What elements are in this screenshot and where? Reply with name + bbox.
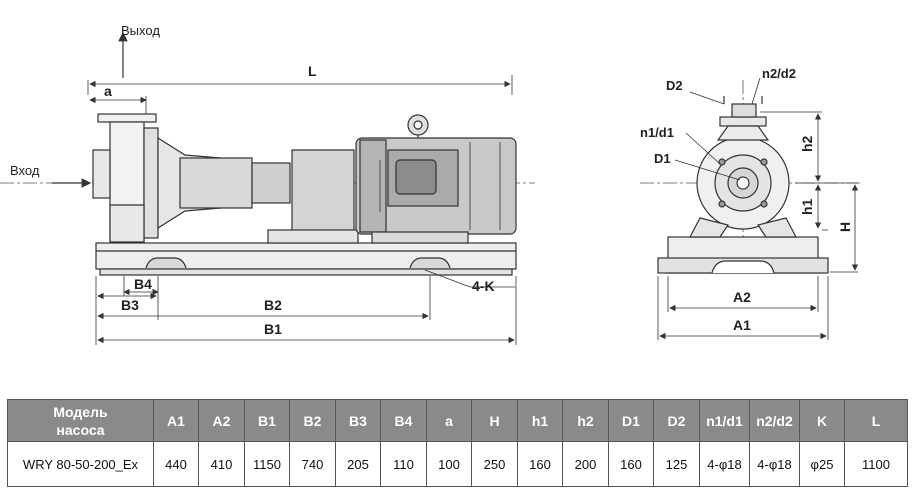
dim-B4-label: B4 [134, 276, 152, 292]
table-header-cell: B4 [380, 399, 427, 442]
dim-K-label: 4-K [472, 278, 495, 294]
table-header-cell: H [471, 399, 518, 442]
table-cell: 205 [335, 441, 381, 487]
table-header-cell: h1 [517, 399, 563, 442]
table-cell: 740 [289, 441, 336, 487]
dim-n1d1-label: n1/d1 [640, 125, 674, 140]
table-header-cell: A1 [153, 399, 199, 442]
table-cell: 4-φ18 [749, 441, 800, 487]
table-header-cell: B2 [289, 399, 336, 442]
table-header-cell: A2 [198, 399, 245, 442]
dim-A2-label: A2 [733, 289, 751, 305]
dim-H-label: H [837, 222, 853, 232]
table-cell: 4-φ18 [699, 441, 750, 487]
table-cell: 410 [198, 441, 245, 487]
table-header-cell: n1/d1 [699, 399, 750, 442]
table-header-cell: B1 [244, 399, 290, 442]
dim-D1-label: D1 [654, 151, 671, 166]
table-cell: 440 [153, 441, 199, 487]
table-cell-model: WRY 80-50-200_Ex [7, 441, 154, 487]
dim-B2-label: B2 [264, 297, 282, 313]
dim-D2-label: D2 [666, 78, 683, 93]
dim-L-label: L [308, 63, 317, 79]
table-cell: 200 [562, 441, 609, 487]
table-cell: φ25 [799, 441, 845, 487]
table-header-cell: B3 [335, 399, 381, 442]
side-view [0, 31, 535, 345]
table-cell: 250 [471, 441, 518, 487]
pump-dimension-drawing: Выход Вход L a B4 B3 B2 B1 4-K A2 A1 D2 … [0, 23, 860, 345]
dim-h2-label: h2 [799, 135, 815, 152]
table-cell: 125 [653, 441, 700, 487]
table-cell: 110 [380, 441, 427, 487]
table-cell: 160 [517, 441, 563, 487]
table-cell: 160 [608, 441, 654, 487]
end-view [640, 77, 860, 340]
dim-h1-label: h1 [799, 198, 815, 215]
dim-B1-label: B1 [264, 321, 282, 337]
inlet-label: Вход [10, 163, 40, 178]
table-cell: 1150 [244, 441, 290, 487]
table-header-cell: K [799, 399, 845, 442]
table-header-cell: a [426, 399, 472, 442]
dim-n2d2-label: n2/d2 [762, 66, 796, 81]
table-header-cell: D1 [608, 399, 654, 442]
dim-A1-label: A1 [733, 317, 751, 333]
table-header-cell: L [844, 399, 908, 442]
table-header-cell: h2 [562, 399, 609, 442]
table-cell: 100 [426, 441, 472, 487]
outlet-label: Выход [121, 23, 160, 38]
table-cell: 1100 [844, 441, 908, 487]
table-header-cell: n2/d2 [749, 399, 800, 442]
table-header-cell: D2 [653, 399, 700, 442]
dim-a-label: a [104, 83, 112, 99]
dim-B3-label: B3 [121, 297, 139, 313]
